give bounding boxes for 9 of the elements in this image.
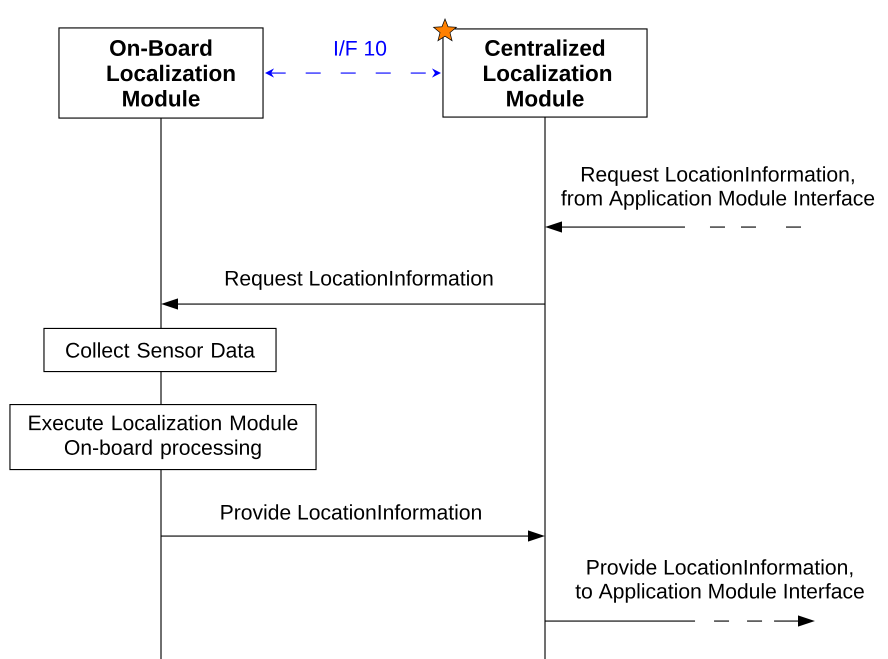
edge-label: Provide LocationInformation <box>218 502 484 522</box>
actor-box: On-Board Localization Module <box>58 27 264 119</box>
actor-box: Centralized Localization Module <box>442 28 648 118</box>
edge-label: I/F 10 <box>332 38 388 58</box>
edge-label: Provide LocationInformation, to Application Module Interface <box>573 558 867 604</box>
edge-label: Request LocationInformation, from Application Module Interface <box>558 164 878 212</box>
activity-box: Collect Sensor Data <box>43 328 277 372</box>
edge-label: Request LocationInformation <box>222 268 496 292</box>
activity-box: Execute Localization Module On-board processing <box>9 404 317 470</box>
